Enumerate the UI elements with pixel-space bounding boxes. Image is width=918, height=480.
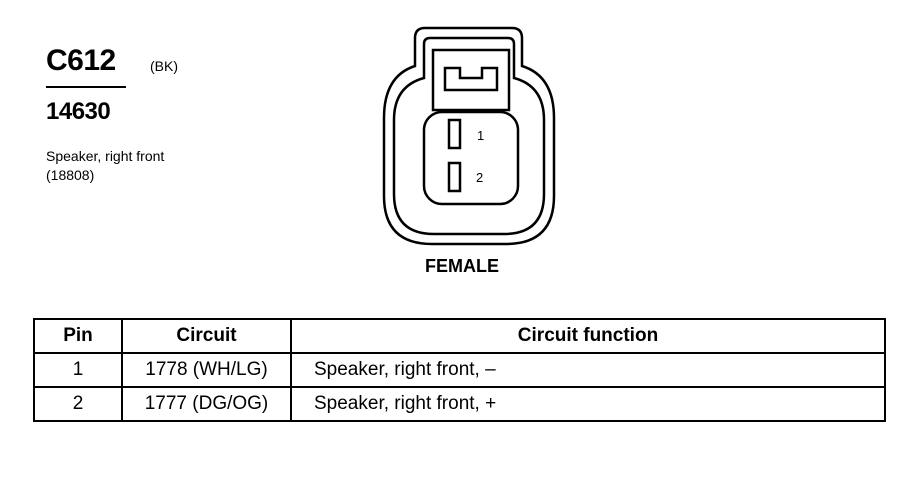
locking-tab-outer (431, 48, 511, 112)
pin-2-cavity (447, 161, 462, 193)
circuit-cell: 1778 (WH/LG) (121, 352, 292, 388)
table-row: 2 1777 (DG/OG) Speaker, right front, + (33, 386, 886, 422)
table-header-row: Pin Circuit Circuit function (33, 318, 886, 354)
pin-1-cavity (447, 118, 462, 150)
pinout-table: Pin Circuit Circuit function 1 1778 (WH/… (33, 318, 886, 422)
pin-2-label: 2 (476, 170, 484, 185)
part-number: 14630 (46, 98, 111, 125)
description-line-1: Speaker, right front (46, 148, 165, 164)
circuit-cell: 1777 (DG/OG) (121, 386, 292, 422)
header-pin: Pin (33, 318, 123, 354)
header-circuit: Circuit (121, 318, 292, 354)
connector-face-diagram (382, 26, 556, 246)
pin-cell: 2 (33, 386, 123, 422)
connector-id: C612 (46, 44, 116, 77)
description-line-2: (18808) (46, 167, 95, 183)
terminal-housing (422, 110, 520, 206)
connector-outer-shroud (382, 26, 556, 246)
connector-color: (BK) (150, 58, 178, 74)
locking-tab-inner (443, 66, 499, 92)
connector-description: Speaker, right front (18808) (46, 147, 164, 185)
circuit-function-cell: Speaker, right front, – (290, 352, 886, 388)
pin-1-label: 1 (477, 128, 485, 143)
pin-cell: 1 (33, 352, 123, 388)
view-label: FEMALE (425, 256, 499, 276)
title-rule (46, 86, 126, 88)
table-row: 1 1778 (WH/LG) Speaker, right front, – (33, 352, 886, 388)
connector-inner-shroud (392, 36, 546, 236)
header-circuit-function: Circuit function (290, 318, 886, 354)
circuit-function-cell: Speaker, right front, + (290, 386, 886, 422)
